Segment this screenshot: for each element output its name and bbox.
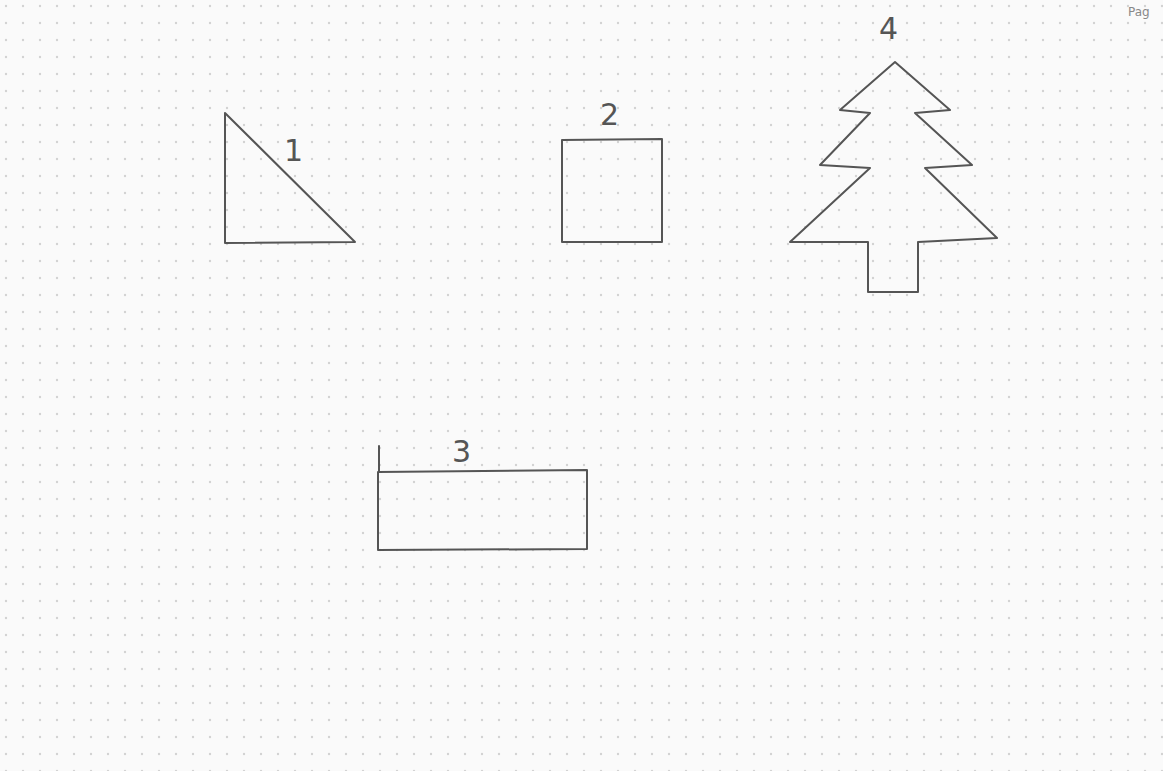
callout-number: Pag <box>1128 6 1150 18</box>
callout-number: 2 <box>600 100 619 130</box>
rectangle-shape <box>378 446 587 550</box>
square-shape <box>562 139 662 242</box>
callout-number: 3 <box>452 437 471 467</box>
callout-number: 1 <box>284 136 303 166</box>
tree-shape <box>790 62 997 292</box>
callout-number: 4 <box>879 14 898 44</box>
triangle-shape <box>225 113 355 243</box>
